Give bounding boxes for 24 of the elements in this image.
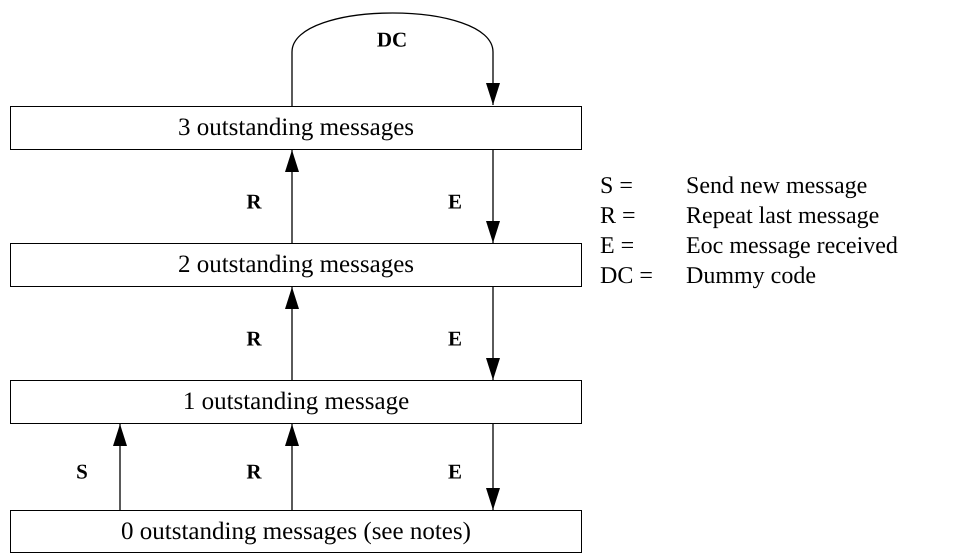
arrow (291, 12, 500, 106)
arrow (486, 287, 500, 380)
state-label: 0 outstanding messages (see notes) (121, 518, 471, 546)
state-label: 3 outstanding messages (178, 114, 414, 142)
state-box (10, 510, 582, 553)
arrow (285, 150, 299, 243)
state-box (10, 243, 582, 287)
state-box (10, 106, 582, 150)
state-label: 2 outstanding messages (178, 251, 414, 279)
key-description: Eoc message received (686, 234, 898, 258)
arrow (113, 424, 127, 510)
key-symbol: R = (600, 204, 636, 228)
key-symbol: DC = (600, 264, 653, 288)
arrow (285, 424, 299, 510)
key-description: Dummy code (686, 264, 816, 288)
key-symbol: E = (600, 234, 634, 258)
state-box (10, 380, 582, 424)
state-label: 1 outstanding message (182, 388, 410, 416)
arrow (486, 150, 500, 243)
key-description: Repeat last message (686, 204, 880, 228)
key-description: Send new message (686, 174, 868, 198)
arrow (486, 424, 500, 510)
arrow (285, 287, 299, 380)
key-symbol: S = (600, 174, 633, 198)
